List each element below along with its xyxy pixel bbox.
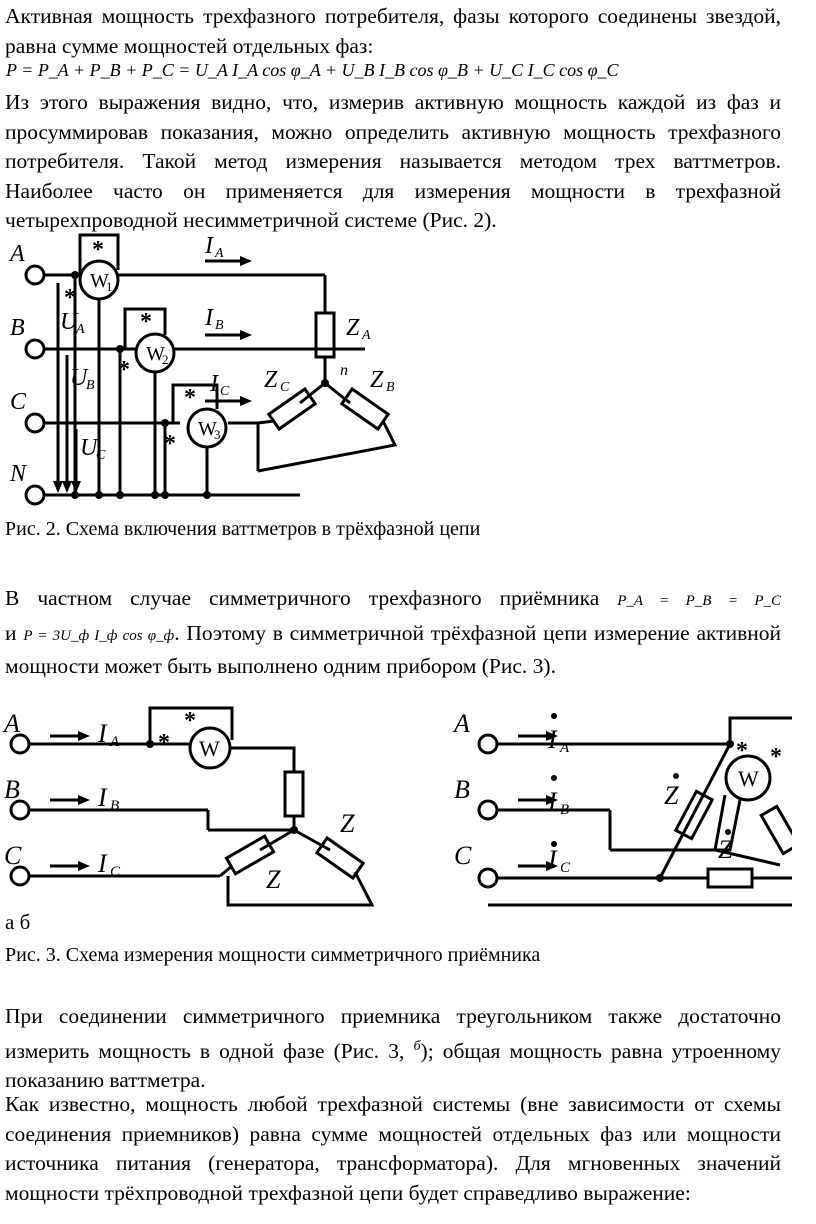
fig2-label-c: C (10, 389, 27, 415)
fig3a-ic-label: I (97, 849, 108, 878)
fig3a-z2-label: Z (266, 865, 281, 894)
fig2-ia-sub: A (214, 246, 224, 261)
caption-figure-3-subfigures: а б (5, 910, 31, 934)
formula-total-power: P = P_A + P_B + P_C = U_A I_A cos φ_A + … (6, 60, 619, 81)
fig3b-label-a: A (452, 709, 470, 738)
fig3b-label-c: C (454, 841, 472, 870)
fig3b-ib-sub: B (560, 802, 569, 818)
fig3a-star-voltage: * (158, 730, 170, 756)
fig3a-label-c: C (4, 841, 22, 870)
fig2-zc-sub: C (280, 380, 290, 395)
fig3b-ic-sub: C (560, 860, 571, 876)
paragraph-instantaneous-power: Как известно, мощность любой трехфазной … (5, 1092, 781, 1205)
fig3b-ic-label: I (547, 845, 558, 874)
paragraph-three-wattmeter-method: Из этого выражения видно, что, измерив а… (5, 90, 781, 232)
fig2-zb-sub: B (386, 380, 395, 395)
formula-equal-phase-power: P_A = P_B = P_C (617, 593, 782, 609)
fig2-ua-sub: A (75, 322, 85, 337)
figure-3a-star-single-wattmeter: A B C I A I B I C Z Z W * * (2, 706, 375, 907)
fig2-ia-label: I (204, 233, 214, 259)
fig2-w1-index: 1 (106, 279, 113, 294)
formula-total-power-text: P = P_A + P_B + P_C = U_A I_A cos φ_A + … (6, 60, 619, 80)
fig2-uc-label: U (80, 435, 99, 461)
fig3a-ic-sub: C (110, 864, 121, 880)
fig2-zb-label: Z (370, 367, 384, 393)
fig2-ib-label: I (204, 305, 214, 331)
fig3b-z2-label: Z (718, 835, 733, 864)
fig2-ua-label: U (60, 309, 79, 335)
paragraph-intro: Активная мощность трехфазного потребител… (5, 4, 781, 58)
fig3a-ia-sub: A (109, 734, 120, 750)
fig3a-ib-sub: B (110, 798, 119, 814)
fig2-star-w2-voltage: * (118, 357, 130, 383)
paragraph-symmetric-text-2: . Поэтому в симметричной трёхфазной цепи… (5, 621, 782, 678)
paragraph-symmetric-line-1: В частном случае симметричного трехфазно… (5, 584, 781, 617)
fig2-ub-sub: B (86, 378, 95, 393)
fig3a-label-b: B (4, 775, 20, 804)
figure-3b-delta-single-wattmeter: A B C I A I B I C Z Z W * * (452, 709, 792, 907)
fig3b-ia-label: I (547, 725, 558, 754)
fig2-ub-label: U (70, 365, 89, 391)
fig2-star-w3-voltage: * (164, 431, 176, 457)
fig2-ic-label: I (209, 371, 219, 397)
paragraph-symmetric-and: и (5, 621, 17, 645)
fig3a-ia-label: I (97, 719, 108, 748)
paragraph-delta-connection: При соединении симметричного приемника т… (5, 1002, 781, 1096)
fig2-star-w3-current: * (184, 385, 196, 411)
fig2-zc-label: Z (264, 367, 278, 393)
fig3a-label-a: A (2, 709, 20, 738)
fig2-w1-label: W (90, 270, 109, 292)
formula-symmetric-power: P = 3U_ф I_ф cos φ_ф (23, 628, 175, 644)
caption-figure-2: Рис. 2. Схема включения ваттметров в трё… (5, 518, 481, 540)
fig2-w2-label: W (146, 343, 165, 365)
fig3a-ib-label: I (97, 783, 108, 812)
fig3b-z1-label: Z (664, 781, 679, 810)
fig3b-ib-label: I (547, 787, 558, 816)
fig3a-w-label: W (199, 736, 220, 761)
fig2-w2-index: 2 (162, 352, 169, 367)
fig2-star-w1-voltage: * (64, 285, 76, 311)
fig2-uc-sub: C (96, 448, 106, 463)
fig3a-z1-label: Z (340, 809, 355, 838)
fig2-label-n: N (9, 461, 28, 487)
paragraph-delta-text-1: При соединении симметричного приемника т… (5, 1004, 781, 1063)
fig2-ib-sub: B (215, 318, 224, 333)
formula-fig-ref-b: б (413, 1038, 421, 1054)
fig2-label-a: A (8, 241, 25, 267)
fig2-neutral-label: n (340, 362, 348, 379)
fig3a-star-current: * (184, 708, 196, 734)
fig2-za-label: Z (346, 315, 360, 341)
fig3b-star-voltage: * (736, 738, 748, 764)
fig2-star-w1-current: * (92, 237, 104, 263)
fig2-ic-sub: C (220, 384, 230, 399)
fig2-label-b: B (10, 315, 25, 341)
paragraph-symmetric-text-1: В частном случае симметричного трехфазно… (5, 586, 600, 610)
fig2-za-sub: A (361, 328, 371, 343)
fig3b-star-current: * (770, 744, 782, 770)
fig2-w3-index: 3 (214, 427, 221, 442)
fig3b-w-label: W (738, 766, 759, 791)
fig3b-label-b: B (454, 775, 470, 804)
paragraph-delta-text-2: ); общая мощность равна утроенному показ… (5, 1038, 782, 1093)
fig2-star-w2-current: * (140, 309, 152, 335)
caption-figure-3: Рис. 3. Схема измерения мощности симметр… (5, 944, 541, 966)
fig3b-ia-sub: A (559, 740, 570, 756)
figure-2-three-wattmeter-circuit: A B C N W 1 W 2 W 3 * * * * * * I A I B … (8, 233, 398, 506)
fig2-w3-label: W (198, 418, 217, 440)
paragraph-symmetric-line-2: и P = 3U_ф I_ф cos φ_ф. Поэтому в симмет… (5, 618, 781, 681)
